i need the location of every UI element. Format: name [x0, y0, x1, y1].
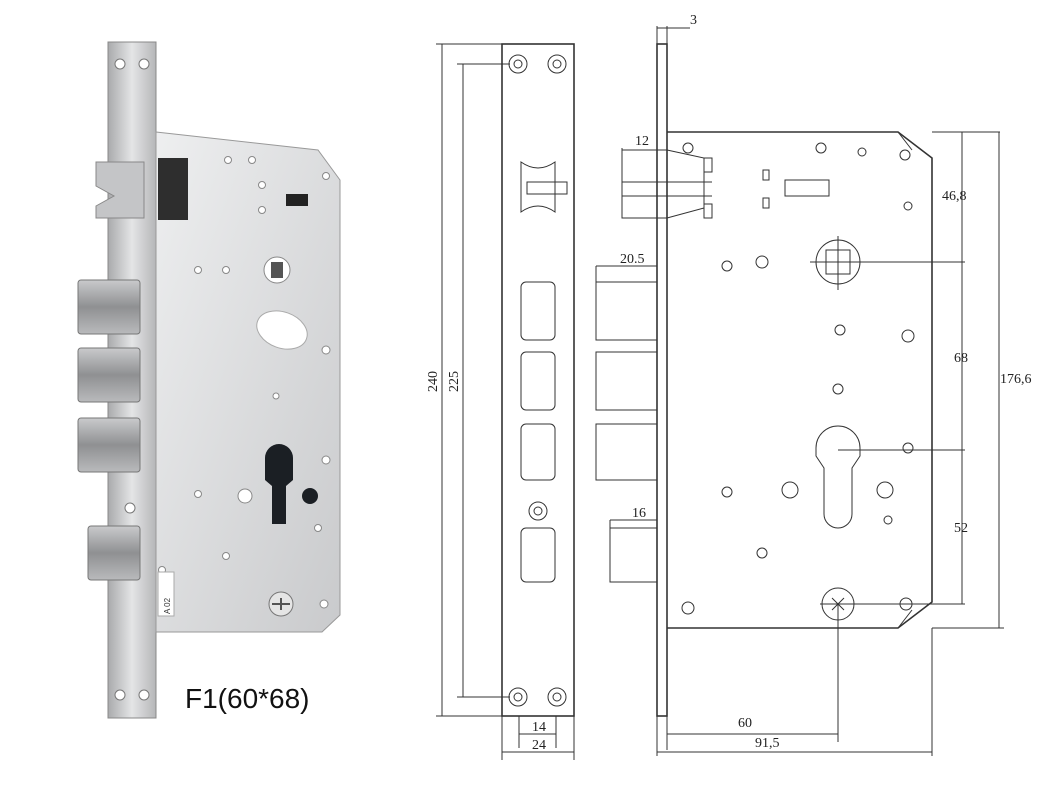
- side-bolt: [609, 527, 658, 583]
- side-case: [667, 131, 933, 629]
- photo-screw-hole: [124, 502, 136, 514]
- front-bolt: [520, 351, 556, 411]
- dim-14: 14: [532, 720, 546, 735]
- photo-badge-text: A 02: [163, 597, 172, 614]
- photo-deadbolt: [77, 347, 141, 403]
- dim-24: 24: [532, 738, 546, 753]
- side-bolt: [595, 281, 658, 341]
- dim-line-225: [457, 63, 510, 698]
- side-bolt: [595, 423, 658, 481]
- dim-52: 52: [954, 521, 968, 536]
- dim-60: 60: [738, 716, 752, 731]
- photo-cylinder-hole: [265, 444, 293, 524]
- dim-line-240: [436, 43, 502, 717]
- photo-latch: [95, 161, 145, 219]
- photo-deadbolt: [87, 525, 141, 581]
- dim-line-20-5: [595, 265, 657, 282]
- photo-latch-slot: [158, 158, 188, 220]
- photo-deadbolt: [77, 279, 141, 335]
- side-latch: [621, 149, 713, 219]
- dim-12: 12: [635, 134, 649, 149]
- dim-line-46-8: [932, 131, 1000, 262]
- dim-line-24: [501, 716, 575, 760]
- side-bottom-center: [820, 603, 965, 742]
- photo-screw-hole: [114, 689, 126, 701]
- dim-20-5: 20.5: [620, 252, 645, 267]
- front-screw-holes: [508, 54, 567, 707]
- front-bolt: [520, 423, 556, 481]
- photo-spindle-square: [271, 262, 283, 278]
- side-cylinder: [815, 425, 861, 529]
- side-spindle-center: [810, 236, 965, 290]
- dim-line-176-6: [932, 132, 1004, 629]
- front-view: 240 225 14 24: [426, 43, 575, 760]
- dim-line-3: [656, 26, 690, 44]
- dim-68: 68: [954, 351, 968, 366]
- front-latch-pin: [526, 181, 568, 195]
- photo-label-sticker: [256, 310, 308, 350]
- photo-hole: [302, 488, 318, 504]
- dim-225: 225: [447, 371, 462, 392]
- front-bolt: [520, 527, 556, 583]
- dim-240: 240: [426, 371, 441, 392]
- photo-deadbolt: [77, 417, 141, 473]
- photo-screw-hole: [114, 58, 126, 70]
- side-slot: [784, 179, 830, 197]
- product-caption: F1(60*68): [185, 683, 310, 714]
- photo-bottom-screw-slot: [272, 598, 290, 610]
- side-small-slot: [762, 169, 770, 181]
- dim-line-12: [621, 148, 657, 151]
- photo-hole: [237, 488, 253, 504]
- dim-line-14: [518, 716, 557, 748]
- photo-screw-hole: [138, 689, 150, 701]
- lock-photo: A 02: [77, 41, 341, 719]
- side-bolt: [595, 351, 658, 411]
- side-faceplate: [656, 43, 668, 717]
- side-case-holes: [681, 142, 915, 615]
- front-faceplate: [501, 43, 575, 717]
- side-small-slot: [762, 197, 770, 209]
- dim-line-91-5: [656, 628, 933, 756]
- dim-3: 3: [690, 13, 697, 28]
- front-latch: [520, 161, 556, 213]
- front-bolt: [520, 281, 556, 341]
- photo-badge: [157, 571, 175, 617]
- dim-line-60: [666, 716, 838, 750]
- side-case-inner: [897, 131, 913, 629]
- photo-screw-hole: [138, 58, 150, 70]
- photo-slot: [286, 194, 308, 206]
- side-view: 3 12 20.5 16 46,8 68 52 176,6 60 91,5: [595, 13, 1032, 756]
- dim-line-16: [609, 519, 657, 528]
- dim-46-8: 46,8: [942, 189, 967, 204]
- dim-176-6: 176,6: [1000, 372, 1032, 387]
- dim-16: 16: [632, 506, 646, 521]
- dim-91-5: 91,5: [755, 736, 780, 751]
- photo-case-body: [155, 131, 341, 633]
